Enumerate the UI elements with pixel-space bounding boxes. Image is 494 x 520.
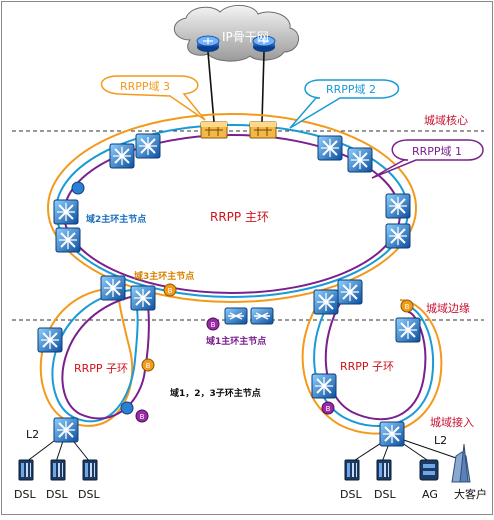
main-ring-label: RRPP 主环 [210,210,269,224]
domain-2-label: RRPP域 2 [326,83,376,96]
badge-letter: B [140,413,145,421]
domain-1-callout: RRPP域 1 [371,139,484,179]
master-badge: B [141,358,155,372]
badge-letter: B [405,303,410,311]
switch-icon [317,135,343,161]
switch-icon [37,327,63,353]
switch-icon [347,147,373,173]
endpoint-label: DSL [78,488,100,501]
switch-icon [53,199,79,225]
firewall-icon [200,121,228,139]
endpoint-label: DSL [14,488,36,501]
backbone-router-icon [196,35,220,53]
building-icon [451,443,471,483]
switch-icon [100,275,126,301]
right-endpoints: DSL DSL AG 大客户 [340,443,487,501]
master-badge: B [135,409,149,423]
dsl-modem-icon [18,459,34,481]
l2-label-left: L2 [26,428,39,441]
switch-icon [379,421,405,447]
endpoint-label: DSL [374,488,396,501]
endpoint-label: DSL [46,488,68,501]
domain-1-label: RRPP域 1 [412,145,462,158]
annotation-domain3-master: 域3主环主节点 [134,270,194,282]
switch-icon [55,227,81,253]
dsl-modem-icon [344,459,360,481]
main-ring-domain3 [47,113,417,303]
uplink-line [261,51,265,123]
layer-access-label: 城域接入 [430,416,474,429]
master-badge: B [206,317,220,331]
switch-icon [130,285,156,311]
ag-icon [419,459,439,481]
right-sub-ring-label: RRPP 子环 [340,360,394,373]
badge-letter: B [326,405,331,413]
switch-icon [337,279,363,305]
domain-3-label: RRPP域 3 [120,80,170,93]
layer-edge-label: 城域边缘 [426,302,470,315]
dsl-modem-icon [50,459,66,481]
l2-label-right: L2 [434,434,447,447]
master-badge: B [163,283,177,297]
switch-icon [135,133,161,159]
domain-2-callout: RRPP域 2 [289,79,400,129]
switch-icon [53,417,79,443]
master-badge [71,181,85,195]
badge-letter: B [146,362,151,370]
switch-icon [385,193,411,219]
domain-3-callout: RRPP域 3 [100,75,206,121]
annotation-domain2-master: 域2主环主节点 [86,213,146,225]
switch-icon [109,143,135,169]
switch-icon [395,317,421,343]
firewall-icon [249,121,277,139]
switch-icon [385,223,411,249]
uplink-line [207,51,215,123]
master-badge: B [321,401,335,415]
layer-core-label: 城域核心 [424,113,468,127]
badge-letter: B [211,321,216,329]
dsl-modem-icon [82,459,98,481]
left-sub-ring-label: RRPP 子环 [74,362,128,375]
master-badge: B [400,299,414,313]
left-endpoints: DSL DSL DSL [14,459,100,501]
endpoint-label: 大客户 [454,487,487,501]
switch-icon [313,289,339,315]
annotation-subring-master: 域1，2，3子环主节点 [170,387,261,399]
endpoint-label: DSL [340,488,362,501]
dsl-modem-icon [376,459,392,481]
switch-icon [224,307,248,325]
ip-backbone-cloud: IP骨干网 [174,5,299,62]
endpoint-label: AG [422,488,438,501]
node-badges: B B B B B B [71,181,414,423]
annotation-domain1-master: 域1主环主节点 [206,335,266,347]
switch-icon [311,373,337,399]
switch-icon [250,307,274,325]
master-badge [120,401,134,415]
backbone-label: IP骨干网 [222,30,269,44]
badge-letter: B [168,287,173,295]
